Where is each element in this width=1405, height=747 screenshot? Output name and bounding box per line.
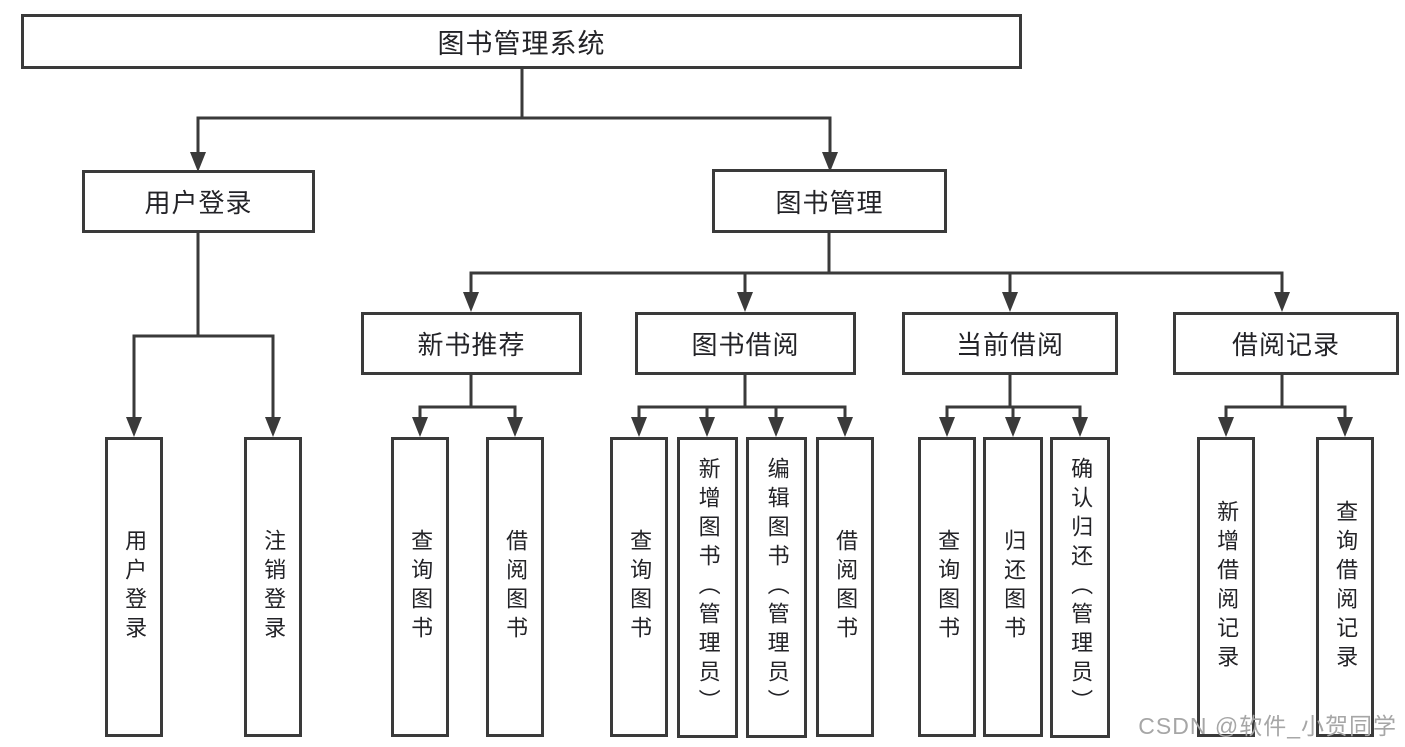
node-label: 图书借阅 [691, 330, 800, 360]
connector-bookmgmt-to-level3 [469, 231, 1284, 296]
arrow-down-icon [939, 417, 955, 437]
node-book-management: 图书管理 [712, 169, 947, 233]
arrow-down-icon [507, 417, 523, 437]
leaf-label: 用户登录 [122, 529, 148, 645]
leaf-query-borrow-record: 查询借阅记录 [1316, 437, 1374, 737]
arrow-down-icon [1002, 292, 1018, 312]
connector-records-to-leaves [1224, 373, 1347, 422]
leaf-query-books-current: 查询图书 [918, 437, 976, 737]
node-label: 图书管理 [775, 187, 884, 218]
leaf-query-books-borrowing: 查询图书 [610, 437, 668, 737]
node-library-management-system: 图书管理系统 [21, 14, 1022, 69]
connector-newbook-to-leaves [418, 373, 517, 422]
leaf-label: 新增图书（管理员） [695, 457, 721, 718]
arrow-down-icon [463, 292, 479, 312]
node-borrowing-records: 借阅记录 [1173, 312, 1399, 375]
arrow-down-icon [190, 152, 206, 172]
leaf-add-book-admin: 新增图书（管理员） [677, 437, 738, 738]
node-book-borrowing: 图书借阅 [635, 312, 856, 375]
arrow-down-icon [631, 417, 647, 437]
leaf-confirm-return-admin: 确认归还（管理员） [1050, 437, 1110, 738]
node-current-borrowing: 当前借阅 [902, 312, 1118, 375]
leaf-edit-book-admin: 编辑图书（管理员） [746, 437, 807, 738]
leaf-label: 归还图书 [1001, 529, 1027, 645]
connector-borrowing-to-leaves [637, 373, 847, 422]
node-user-login: 用户登录 [82, 170, 315, 233]
leaf-query-books-recommend: 查询图书 [391, 437, 449, 737]
leaf-user-login: 用户登录 [105, 437, 163, 737]
csdn-watermark: CSDN @软件_小贺同学 [1138, 713, 1397, 739]
arrow-down-icon [1072, 417, 1088, 437]
leaf-label: 新增借阅记录 [1214, 500, 1240, 674]
arrow-down-icon [699, 417, 715, 437]
leaf-label: 查询图书 [408, 529, 434, 645]
node-label: 用户登录 [144, 188, 253, 218]
arrow-down-icon [1337, 417, 1353, 437]
arrow-down-icon [737, 292, 753, 312]
leaf-label: 注销登录 [261, 529, 287, 645]
node-label: 图书管理系统 [437, 29, 606, 59]
node-label: 新书推荐 [417, 330, 526, 360]
node-label: 借阅记录 [1231, 330, 1340, 360]
leaf-label: 查询图书 [935, 529, 961, 645]
leaf-logout: 注销登录 [244, 437, 302, 737]
leaf-add-borrow-record: 新增借阅记录 [1197, 437, 1255, 737]
node-new-book-recommend: 新书推荐 [361, 312, 582, 375]
arrow-down-icon [1005, 417, 1021, 437]
connector-userlogin-to-leaves [132, 231, 275, 422]
arrow-down-icon [412, 417, 428, 437]
arrow-down-icon [265, 417, 281, 437]
leaf-label: 查询借阅记录 [1333, 500, 1359, 674]
leaf-borrow-books-recommend: 借阅图书 [486, 437, 544, 737]
arrow-down-icon [1274, 292, 1290, 312]
leaf-label: 查询图书 [627, 529, 653, 645]
arrow-down-icon [768, 417, 784, 437]
arrow-down-icon [126, 417, 142, 437]
leaf-borrow-books-borrowing: 借阅图书 [816, 437, 874, 737]
leaf-label: 确认归还（管理员） [1068, 457, 1094, 718]
arrow-down-icon [1218, 417, 1234, 437]
leaf-label: 借阅图书 [503, 529, 529, 645]
arrow-down-icon [837, 417, 853, 437]
connector-current-to-leaves [945, 373, 1082, 422]
leaf-label: 编辑图书（管理员） [764, 457, 790, 718]
node-label: 当前借阅 [955, 330, 1064, 360]
leaf-return-books: 归还图书 [983, 437, 1043, 737]
connector-root-to-level2 [196, 67, 832, 156]
leaf-label: 借阅图书 [833, 529, 859, 645]
